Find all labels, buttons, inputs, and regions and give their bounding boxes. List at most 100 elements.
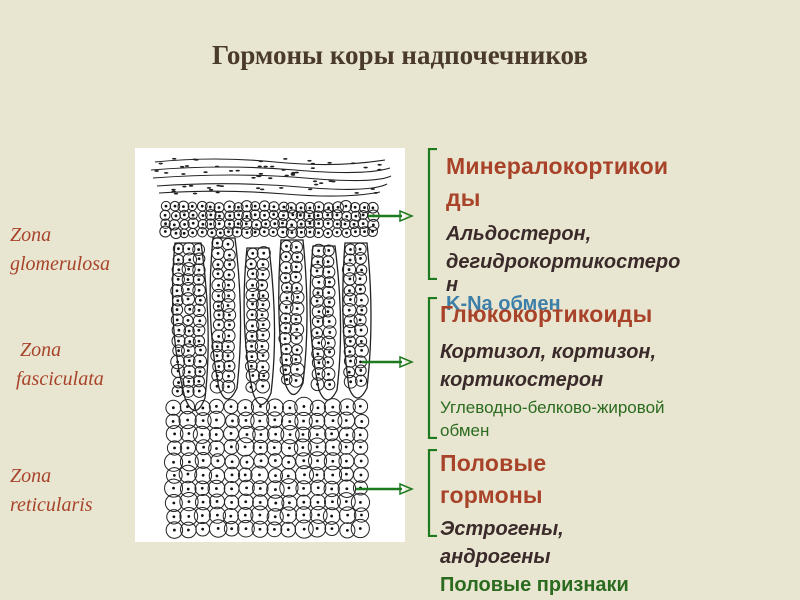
cell-nucleus xyxy=(186,487,190,491)
cell-nucleus xyxy=(258,473,261,477)
cell xyxy=(266,521,283,538)
cell-nucleus xyxy=(344,500,348,503)
cell-nucleus xyxy=(315,331,319,335)
capsule-nucleus xyxy=(328,180,333,182)
cell-nucleus xyxy=(317,513,321,517)
cell-nucleus xyxy=(295,328,299,331)
cell-nucleus xyxy=(227,323,231,327)
cell-nucleus xyxy=(330,432,334,436)
cell-nucleus xyxy=(327,206,330,210)
cell-nucleus xyxy=(299,213,302,217)
cell-nucleus xyxy=(262,374,266,378)
capsule-nucleus xyxy=(182,185,187,188)
hormone-line: дегидрокортикостеро xyxy=(446,251,681,273)
cell xyxy=(194,412,212,430)
cell-nucleus xyxy=(371,230,374,233)
cell-nucleus xyxy=(243,513,247,517)
cell-nucleus xyxy=(201,222,205,226)
cell-nucleus xyxy=(177,349,180,353)
cell xyxy=(195,439,212,456)
cell-nucleus xyxy=(281,230,285,234)
cell xyxy=(255,297,271,312)
cell xyxy=(251,520,269,538)
cell xyxy=(324,426,340,442)
cell-nucleus xyxy=(250,344,253,348)
capsule-nucleus xyxy=(216,184,221,187)
cell-nucleus xyxy=(317,361,321,365)
cell xyxy=(182,375,196,388)
cell-nucleus xyxy=(216,251,220,255)
cell-nucleus xyxy=(263,213,266,217)
cell-nucleus xyxy=(200,230,204,234)
cell-nucleus xyxy=(273,515,277,519)
cell-nucleus xyxy=(261,384,265,388)
cell xyxy=(312,287,324,299)
cell-nucleus xyxy=(358,527,362,530)
cell-nucleus xyxy=(210,231,214,235)
hormone-line: н xyxy=(446,274,459,296)
capsule-nucleus xyxy=(179,165,185,168)
cell xyxy=(343,292,358,307)
cell xyxy=(324,438,343,456)
cell xyxy=(324,521,340,537)
cell xyxy=(207,479,226,498)
cell xyxy=(211,340,224,353)
cell-nucleus xyxy=(328,280,331,284)
cell xyxy=(192,303,206,318)
cell xyxy=(192,323,206,337)
cell-nucleus xyxy=(317,205,321,209)
cell-nucleus xyxy=(186,472,190,476)
adrenal-cortex-histology-image xyxy=(135,148,405,542)
cell-nucleus xyxy=(236,222,240,226)
cell-nucleus xyxy=(200,486,204,490)
cell xyxy=(221,349,235,363)
cell-nucleus xyxy=(316,260,320,264)
capsule-nucleus xyxy=(363,166,368,169)
cell-nucleus xyxy=(187,247,191,251)
cell xyxy=(265,398,284,417)
capsule-nucleus xyxy=(283,157,288,160)
cell-nucleus xyxy=(294,358,298,361)
cell-nucleus xyxy=(315,445,319,449)
capsule-nucleus xyxy=(184,165,190,167)
cell-nucleus xyxy=(258,513,262,517)
cell xyxy=(179,506,199,526)
cell-nucleus xyxy=(284,317,288,320)
cell xyxy=(192,283,206,297)
cell xyxy=(322,265,336,279)
cell xyxy=(280,425,300,445)
capsule-nucleus xyxy=(214,165,220,168)
cell-nucleus xyxy=(244,418,248,422)
cell-nucleus xyxy=(290,223,294,227)
capsule-nucleus xyxy=(173,192,179,195)
cell-nucleus xyxy=(272,205,276,209)
capsule-nucleus xyxy=(290,173,296,176)
cell-nucleus xyxy=(251,272,255,276)
cell xyxy=(313,217,325,230)
bracket-reticularis xyxy=(427,449,437,537)
cell-nucleus xyxy=(227,283,230,287)
capsule-nucleus xyxy=(255,174,261,177)
cell xyxy=(192,252,206,266)
cell-nucleus xyxy=(345,405,349,409)
cell-nucleus xyxy=(173,432,177,436)
cell xyxy=(233,218,244,229)
cell xyxy=(215,228,226,238)
cell-nucleus xyxy=(217,222,221,226)
cell-nucleus xyxy=(215,404,218,408)
cell-nucleus xyxy=(186,528,190,532)
cell xyxy=(266,411,284,429)
cell xyxy=(212,258,224,271)
cell-nucleus xyxy=(363,206,366,209)
zone-label-reticularis: Zona reticularis xyxy=(10,462,93,520)
capsule-nucleus xyxy=(373,192,378,194)
cell-nucleus xyxy=(197,257,201,261)
cell-nucleus xyxy=(201,473,205,477)
cell-nucleus xyxy=(173,204,177,208)
cell-nucleus xyxy=(274,488,277,491)
cell-nucleus xyxy=(262,251,266,255)
cell-nucleus xyxy=(197,278,201,282)
cell xyxy=(367,201,379,214)
cell xyxy=(307,425,327,444)
cell xyxy=(223,248,236,262)
